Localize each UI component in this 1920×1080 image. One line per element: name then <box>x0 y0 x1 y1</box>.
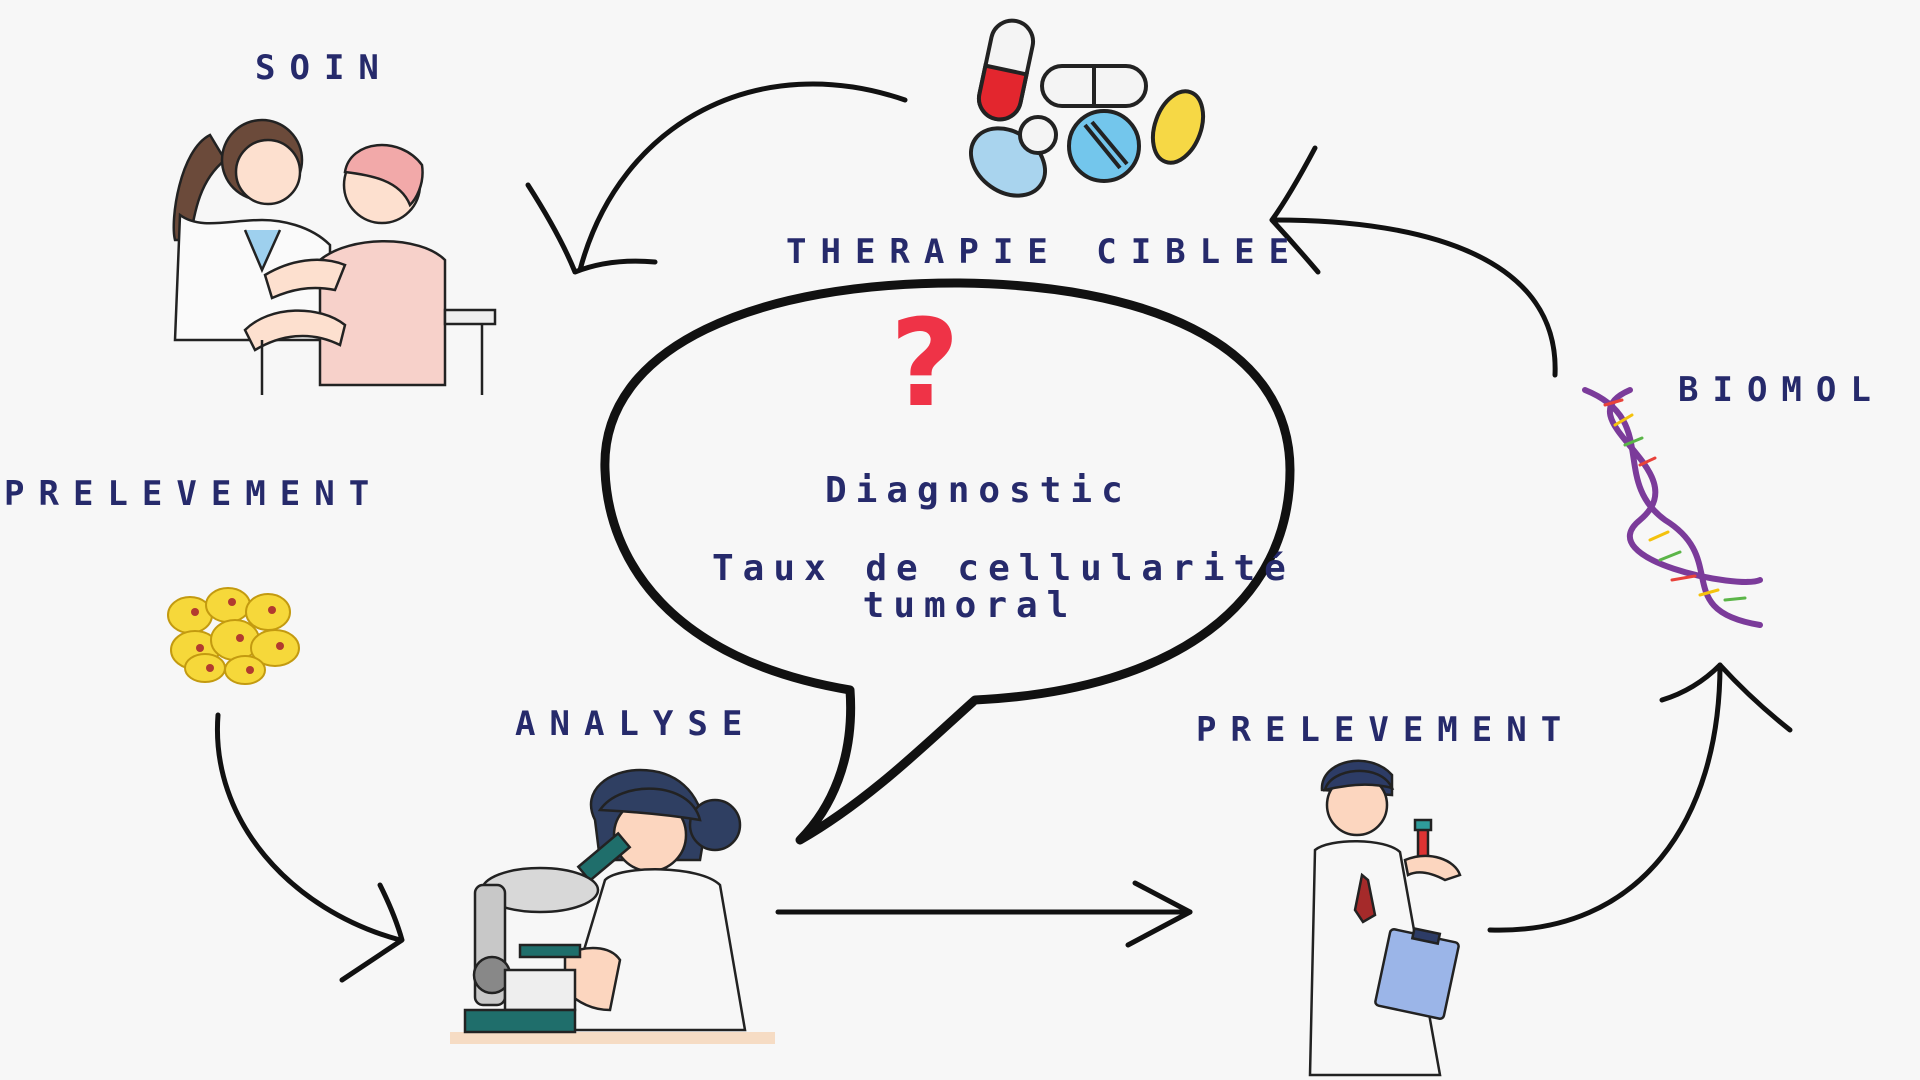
arrow-head <box>339 882 405 983</box>
arrow-cells-to-analyse <box>214 712 403 943</box>
label-prelevement-right: PRELEVEMENT <box>1196 710 1576 750</box>
bubble-tumoral-line: tumoral <box>862 585 1078 626</box>
label-soin: SOIN <box>255 48 393 88</box>
pills-icon <box>968 18 1206 198</box>
label-therapie-ciblee: THERAPIE CIBLEE <box>786 232 1304 272</box>
speech-bubble <box>600 278 1295 845</box>
label-prelevement-left: PRELEVEMENT <box>4 474 384 514</box>
arrow-prelevement-to-biomol <box>1487 662 1723 933</box>
cells-icon <box>167 587 300 685</box>
doctor-test-tube-illustration <box>1308 759 1462 1077</box>
label-analyse: ANALYSE <box>515 704 757 744</box>
nurse-patient-illustration <box>172 118 497 395</box>
arrow-head <box>1269 145 1321 275</box>
arrow-biomol-to-therapy <box>1272 217 1558 378</box>
bubble-taux-line: Taux de cellularité <box>712 548 1295 589</box>
arrow-head <box>1659 662 1793 733</box>
arrow-head <box>1125 880 1193 948</box>
bubble-diagnostic: Diagnostic <box>825 470 1132 511</box>
dna-icon <box>1582 387 1763 628</box>
label-biomol: BIOMOL <box>1678 370 1885 410</box>
arrow-head <box>525 182 658 275</box>
question-mark: ? <box>890 295 960 434</box>
arrow-therapy-to-soin <box>577 81 908 273</box>
scientist-microscope-illustration <box>450 768 775 1044</box>
